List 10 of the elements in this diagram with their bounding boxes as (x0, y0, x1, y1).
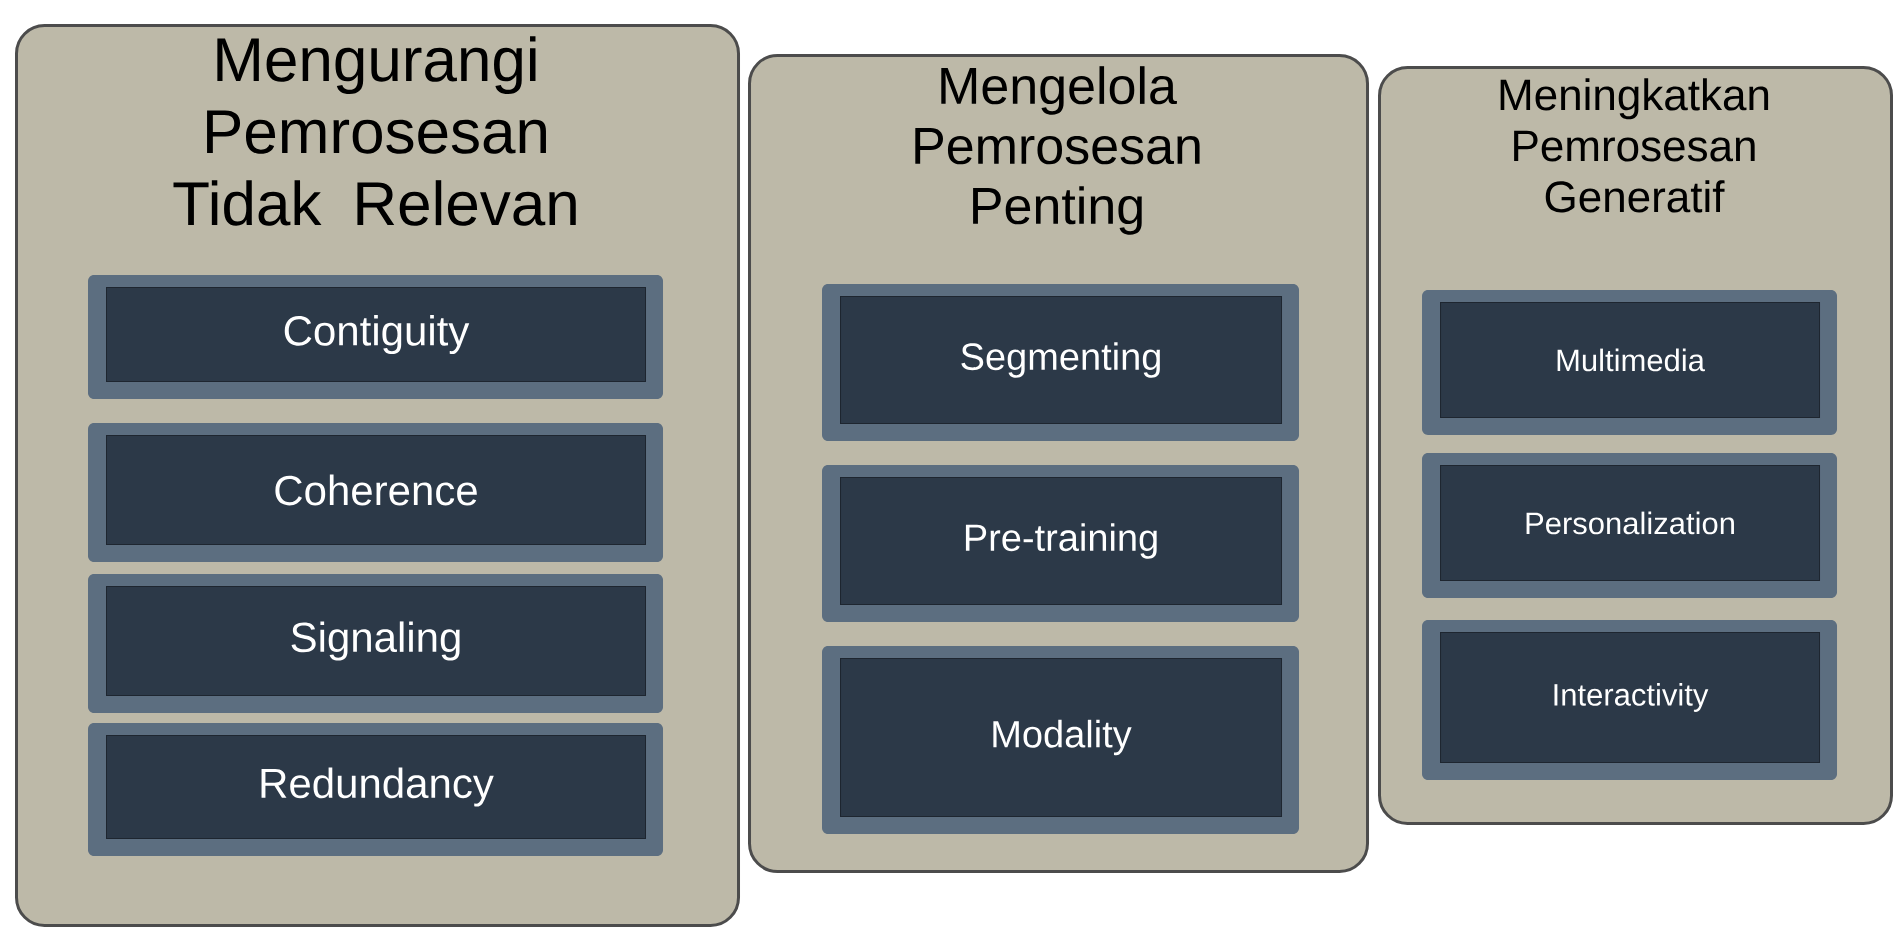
principle-box: Redundancy (88, 723, 663, 856)
principle-box: Interactivity (1422, 620, 1837, 780)
principle-box: Coherence (88, 423, 663, 562)
principle-box: Personalization (1422, 453, 1837, 598)
principle-box: Multimedia (1422, 290, 1837, 435)
principle-box: Signaling (88, 574, 663, 713)
principle-box: Contiguity (88, 275, 663, 399)
principle-box: Segmenting (822, 284, 1299, 441)
principle-box: Modality (822, 646, 1299, 834)
principle-box: Pre-training (822, 465, 1299, 622)
